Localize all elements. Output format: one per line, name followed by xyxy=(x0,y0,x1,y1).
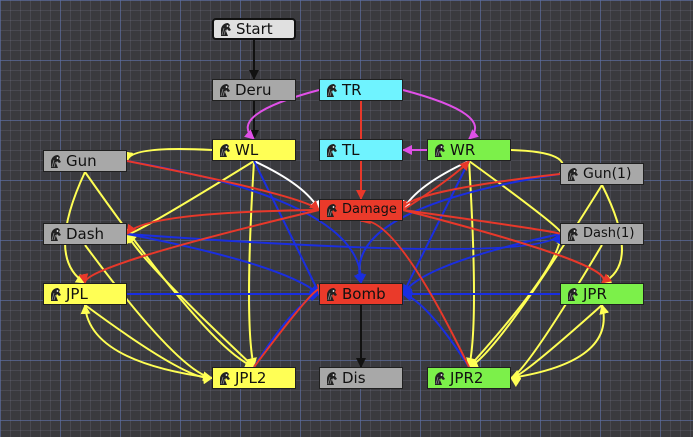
node-jpr[interactable]: JPR xyxy=(560,283,644,305)
node-label: Deru xyxy=(235,81,272,99)
edge-dash1-to-bomb xyxy=(402,233,561,295)
node-jpr2[interactable]: JPR2 xyxy=(427,367,511,389)
horse-head-icon xyxy=(324,83,339,98)
edge-dash-to-dash1 xyxy=(126,233,561,250)
node-label: Start xyxy=(236,20,273,38)
node-label: Dash xyxy=(66,225,105,243)
edge-gun-to-bomb xyxy=(126,160,367,284)
edge-jpl2-to-dash xyxy=(126,233,255,368)
edge-damage-to-dash xyxy=(126,209,320,235)
node-label: Bomb xyxy=(342,285,386,303)
node-label: WL xyxy=(235,141,259,159)
edge-gun1-to-damage xyxy=(397,173,561,211)
horse-head-icon xyxy=(324,287,339,302)
edge-jpr2-to-damage xyxy=(360,214,470,368)
edge-tr-to-wr xyxy=(402,89,480,140)
edge-damage-to-dash1 xyxy=(402,209,570,235)
edge-damage-to-jpl xyxy=(78,209,320,284)
node-label: JPR xyxy=(583,285,607,303)
node-dis[interactable]: Dis xyxy=(319,367,403,389)
edge-wr-to-bomb xyxy=(394,160,470,305)
node-label: Gun xyxy=(66,152,97,170)
node-gun[interactable]: Gun xyxy=(43,150,127,172)
node-tr[interactable]: TR xyxy=(319,79,403,101)
edge-jpl-to-jpl2 xyxy=(84,304,213,385)
edge-wr-to-dash1 xyxy=(468,160,570,241)
node-label: Damage xyxy=(342,202,397,217)
node-label: JPR2 xyxy=(450,369,484,387)
horse-head-icon xyxy=(218,22,233,37)
node-dash[interactable]: Dash xyxy=(43,223,127,245)
horse-head-icon xyxy=(324,371,339,386)
edge-damage-to-jpr xyxy=(402,209,613,284)
node-jpl[interactable]: JPL xyxy=(43,283,127,305)
node-deru[interactable]: Deru xyxy=(212,79,296,101)
horse-head-icon xyxy=(48,227,63,242)
node-label: JPL xyxy=(66,285,88,303)
node-wl[interactable]: WL xyxy=(212,139,296,161)
edge-tr-to-wl xyxy=(243,89,320,140)
edge-wl-to-bomb xyxy=(253,160,328,305)
node-gun-1[interactable]: Gun(1) xyxy=(560,163,644,185)
horse-head-icon xyxy=(324,203,339,218)
edge-jpr2-to-jpr xyxy=(510,304,610,379)
node-tl[interactable]: TL xyxy=(319,139,403,161)
horse-head-icon xyxy=(48,287,63,302)
horse-head-icon xyxy=(217,371,232,386)
edge-jpl2-to-bomb xyxy=(253,291,320,368)
horse-head-icon xyxy=(217,83,232,98)
horse-head-icon xyxy=(565,287,580,302)
edge-dash1-to-jpr2 xyxy=(510,244,603,380)
horse-head-icon xyxy=(324,143,339,158)
node-jpl2[interactable]: JPL2 xyxy=(212,367,296,389)
node-wr[interactable]: WR xyxy=(427,139,511,161)
node-label: WR xyxy=(450,141,476,159)
edge-jpr2-to-bomb xyxy=(402,291,470,368)
node-label: Dis xyxy=(342,369,366,387)
edge-jpl2-to-bomb xyxy=(253,283,327,368)
edge-gun-to-jpl2 xyxy=(84,171,255,369)
edge-jpr-to-jpr2 xyxy=(510,304,603,388)
edge-dash-to-jpl2 xyxy=(84,244,213,382)
node-label: Dash(1) xyxy=(583,226,635,241)
horse-head-icon xyxy=(48,154,63,169)
horse-head-icon xyxy=(565,227,580,242)
horse-head-icon xyxy=(565,167,580,182)
node-bomb[interactable]: Bomb xyxy=(319,283,403,305)
edge-wl-to-gun xyxy=(123,148,213,162)
horse-head-icon xyxy=(432,143,447,158)
horse-head-icon xyxy=(217,143,232,158)
edge-dash-to-bomb xyxy=(126,233,320,295)
node-label: JPL2 xyxy=(235,369,267,387)
node-label: TR xyxy=(342,81,362,99)
node-label: Gun(1) xyxy=(583,166,632,182)
node-dash-1[interactable]: Dash(1) xyxy=(560,223,644,245)
node-label: TL xyxy=(342,141,360,159)
edge-wr-to-gun1 xyxy=(510,149,570,175)
node-damage[interactable]: Damage xyxy=(319,199,403,221)
horse-head-icon xyxy=(432,371,447,386)
edge-gun-to-damage xyxy=(126,160,320,211)
edge-jpl2-to-jpl xyxy=(80,304,213,379)
node-start[interactable]: Start xyxy=(212,18,296,40)
edge-gun1-to-jpr2 xyxy=(468,184,603,369)
edge-damage-to-wr xyxy=(402,160,470,211)
